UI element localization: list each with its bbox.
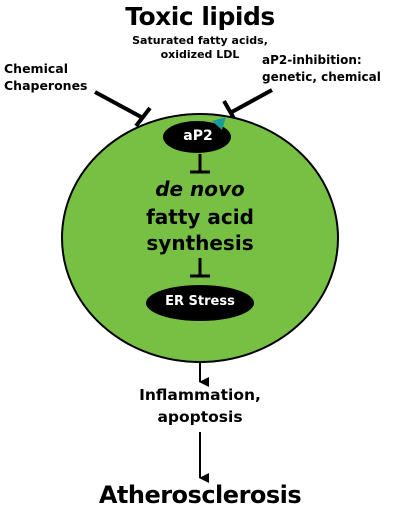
binding-site-wedge: [212, 117, 226, 130]
ap2-inhibition-label: aP2-inhibition: genetic, chemical: [262, 53, 381, 84]
inflammation-label: Inflammation, apoptosis: [139, 386, 261, 426]
subtitle: Saturated fatty acids, oxidized LDL: [132, 34, 268, 61]
de-novo-label: de novo: [155, 177, 245, 201]
atherosclerosis-label: Atherosclerosis: [98, 481, 302, 509]
chaperone-inhibit-line: [94, 90, 144, 120]
er-stress-label: ER Stress: [165, 294, 235, 309]
ap2-inhibit-line: [229, 88, 273, 115]
fatty-acid-synthesis-label: fatty acid synthesis: [146, 205, 254, 255]
ap2-node: [163, 121, 231, 153]
title: Toxic lipids: [125, 2, 275, 31]
ap2-label: aP2: [183, 128, 213, 144]
er-stress-node: [146, 285, 254, 321]
chaperone-inhibit-bar: [134, 106, 152, 128]
chemical-chaperones-label: Chemical Chaperones: [4, 61, 88, 93]
